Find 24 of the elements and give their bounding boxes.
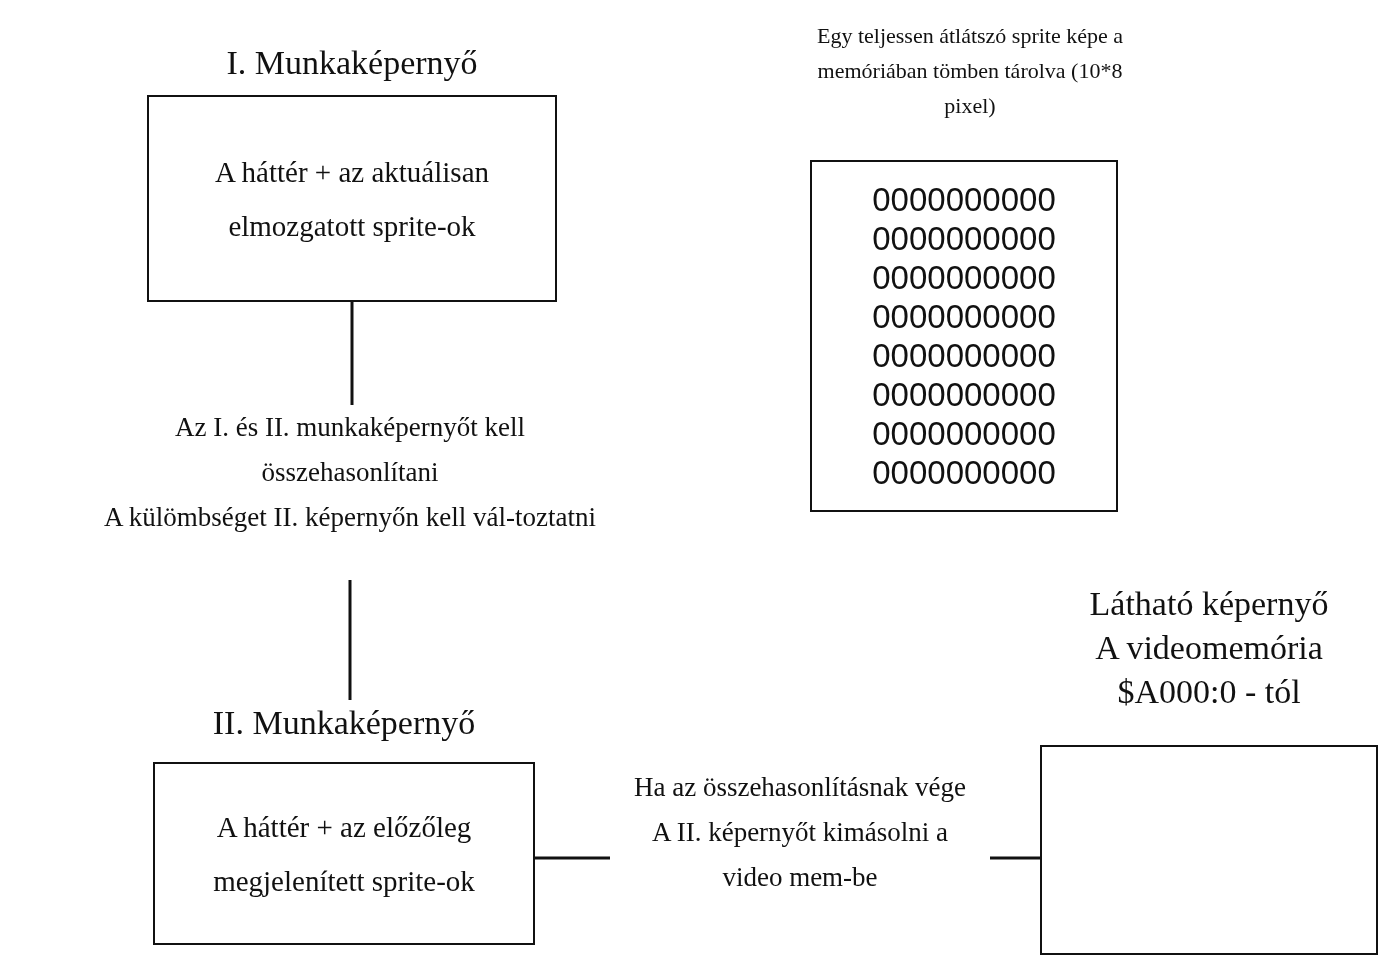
heading: Egy teljessen átlátszó sprite képe a memóriában tömben tárolva (10*8 pixel) (815, 22, 1125, 120)
pixel-row: 0000000000 (872, 453, 1056, 492)
note-text: A külömbséget II. képernyőn kell vál-toztatni (103, 501, 597, 534)
pixel-row: 0000000000 (872, 414, 1056, 453)
heading: Látható képernyő (1088, 584, 1330, 624)
note-text: Ha az összehasonlításnak vége (632, 771, 968, 804)
pixel-row: 0000000000 (872, 375, 1056, 414)
heading: I. Munkaképernyő (225, 43, 479, 83)
box-text: A háttér + az előzőleg megjelenített sprite-ok (212, 809, 476, 899)
pixel-row: 0000000000 (872, 219, 1056, 258)
heading: A videomemória (1094, 628, 1324, 668)
connector-line (535, 856, 610, 860)
heading: $A000:0 - tól (1116, 672, 1302, 712)
note-text: A II. képernyőt kimásolni a video mem-be (650, 816, 950, 894)
pixel-row: 0000000000 (872, 180, 1056, 219)
pixel-row: 0000000000 (872, 336, 1056, 375)
heading: II. Munkaképernyő (211, 703, 477, 743)
pixel-row: 0000000000 (872, 297, 1056, 336)
connector-line (348, 580, 352, 700)
connector-line (350, 302, 354, 405)
note-text: Az I. és II. munkaképernyőt kell összehasonlítani (173, 411, 527, 489)
box-text: A háttér + az aktuálisan elmozgatott sprite-ok (214, 154, 490, 244)
pixel-row: 0000000000 (872, 258, 1056, 297)
connector-line (990, 856, 1040, 860)
